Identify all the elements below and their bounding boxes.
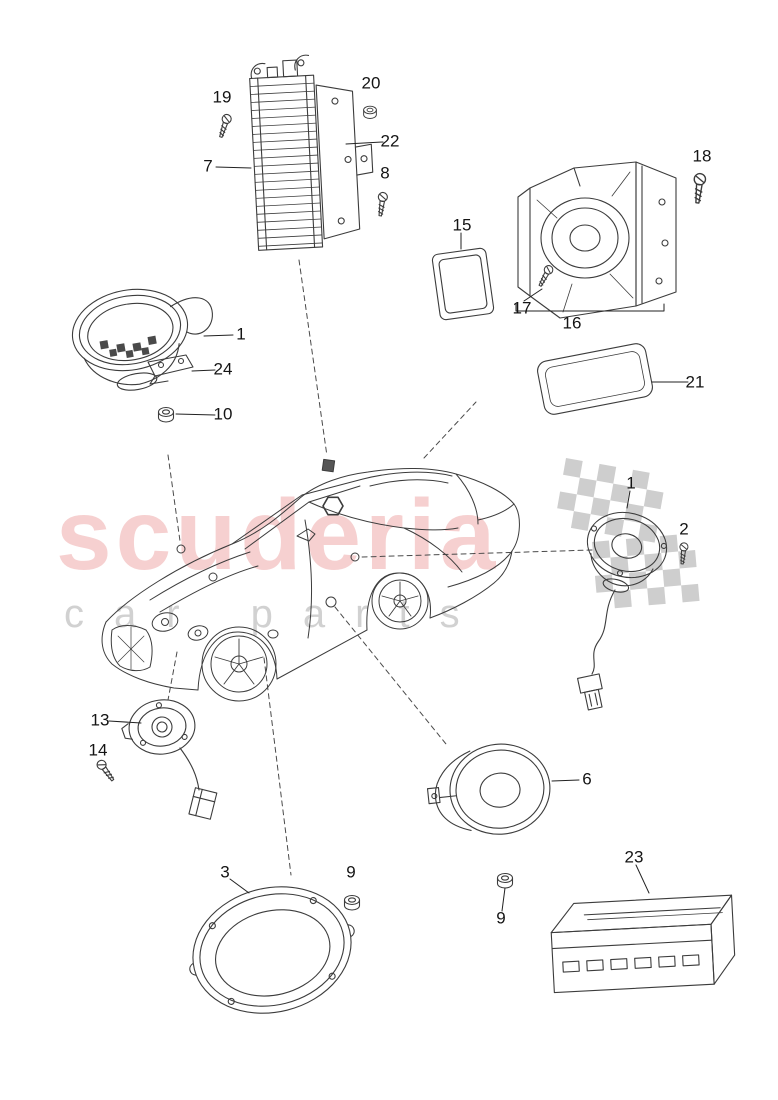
nut-9-center <box>343 894 361 911</box>
car-illustration <box>101 458 520 702</box>
callout-1-left: 1 <box>236 324 246 344</box>
wire-connector <box>188 787 218 820</box>
callout-10: 10 <box>213 404 233 424</box>
front-wheel <box>201 626 277 702</box>
callout-14: 14 <box>88 740 108 760</box>
assembly-dashed-lines <box>167 259 593 876</box>
head-unit-23 <box>550 894 736 994</box>
oval-speaker-3 <box>189 886 355 1014</box>
roof-marker-hexagon <box>322 496 344 516</box>
wire-connector <box>577 673 603 711</box>
callout-20: 20 <box>361 73 381 93</box>
speaker-position-marker <box>267 629 279 639</box>
callout-leader-lines <box>108 141 689 912</box>
screw-14 <box>94 757 117 784</box>
callout-16: 16 <box>562 313 582 333</box>
speaker-position-marker <box>208 572 218 582</box>
screw-19 <box>215 112 233 139</box>
callout-19: 19 <box>212 87 232 107</box>
speaker-position-marker <box>350 552 360 562</box>
callout-9-right: 9 <box>496 908 506 928</box>
headlight <box>187 625 209 641</box>
subwoofer-16 <box>517 161 677 319</box>
nut-20 <box>363 105 377 119</box>
roof-marker-square <box>321 458 336 473</box>
callout-3: 3 <box>220 862 230 882</box>
callout-18: 18 <box>692 146 712 166</box>
callout-13: 13 <box>90 710 110 730</box>
callout-6: 6 <box>582 769 592 789</box>
speaker-wire <box>591 589 616 675</box>
headlight <box>151 612 179 632</box>
callout-1-right: 1 <box>626 473 636 493</box>
speaker-1-right <box>577 511 668 711</box>
callout-17: 17 <box>512 298 532 318</box>
callout-9-center: 9 <box>346 862 356 882</box>
callout-21: 21 <box>685 372 705 392</box>
mirror <box>296 528 316 542</box>
grille <box>110 625 153 672</box>
screw-8 <box>375 191 389 217</box>
bracket-24 <box>147 354 194 385</box>
speaker-position-marker <box>176 544 186 554</box>
speaker-wire <box>170 297 213 335</box>
tweeter-13 <box>121 699 218 820</box>
nut-10 <box>157 406 175 423</box>
callout-22: 22 <box>380 131 400 151</box>
bolt-18 <box>691 172 707 205</box>
speaker-1-left <box>71 288 213 391</box>
rear-wheel <box>371 572 429 630</box>
speaker-cone-checker <box>99 335 157 358</box>
bracket-22 <box>315 84 361 240</box>
tweeter-wire <box>179 747 200 791</box>
amplifier-7 <box>249 54 374 251</box>
speaker-6 <box>426 743 551 835</box>
callout-8: 8 <box>380 163 390 183</box>
cover-plate-21 <box>537 343 653 415</box>
nut-9-right <box>496 872 514 889</box>
callout-7: 7 <box>203 156 213 176</box>
speaker-position-marker <box>325 596 337 608</box>
trim-plate-15 <box>431 247 495 321</box>
callout-2: 2 <box>679 519 689 539</box>
checkered-flag-backdrop <box>557 458 700 609</box>
watermark-brand: scuderia <box>56 479 500 591</box>
callout-24: 24 <box>213 359 233 379</box>
screw-17 <box>535 263 555 289</box>
callout-23: 23 <box>624 847 644 867</box>
callout-15: 15 <box>452 215 472 235</box>
